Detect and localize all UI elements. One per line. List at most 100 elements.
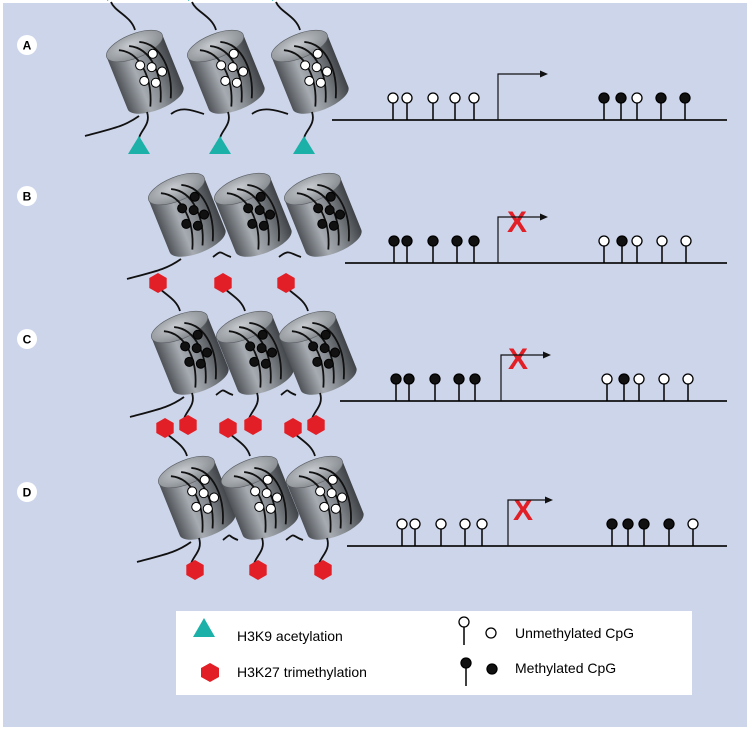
panel-b-nucleosome-3-top — [284, 172, 341, 206]
panel-b-downstream-cpg-unmethylated — [598, 235, 610, 247]
panel-c-nucleosome-3-trimethylation-hexagon-icon — [277, 273, 295, 293]
panel-c-nucleosome-1-dna-wrap — [184, 322, 217, 380]
panel-c-nucleosome-1-cpg-methylated — [184, 356, 195, 367]
panel-c-nucleosome-1-top — [151, 310, 208, 344]
panel-c-promoter-cpg-methylated — [469, 373, 481, 385]
panel-c-nucleosome-3-trimethylation-hexagon-icon — [307, 415, 325, 435]
panel-c-nucleosome-1 — [151, 310, 229, 395]
panel-a-nucleosome-2-cpg-unmethylated — [231, 77, 242, 88]
panel-c-dna-strand — [129, 389, 727, 418]
panel-b-nucleosome-2-dna-wrap — [226, 192, 260, 250]
panel-b-promoter-cpg-methylated — [427, 235, 439, 247]
panel-d-nucleosome-3 — [286, 455, 364, 540]
panel-c-nucleosome-3-top — [279, 310, 336, 344]
panel-b-nucleosome-2-cpg-methylated — [247, 218, 258, 229]
panel-b-promoter-cpg-methylated — [388, 235, 400, 247]
panel-b-nucleosome-2-dna-wrap — [247, 184, 280, 242]
panel-c-downstream-cpg-unmethylated — [658, 373, 670, 385]
legend-box — [176, 611, 692, 695]
panel-a-nucleosome-3-acetylation-triangle-icon — [272, 0, 274, 1]
panel-d-nucleosome-3-cpg-unmethylated — [327, 474, 338, 485]
legend-unmethylated-dot-icon — [485, 627, 497, 639]
panel-a-promoter-cpg-unmethylated — [387, 92, 399, 104]
panel-a-nucleosome-3-top — [271, 29, 328, 63]
panel-a-nucleosome-3-cpg-unmethylated — [311, 62, 322, 73]
panel-c-nucleosome-2-trimethylation-hexagon-icon — [214, 273, 232, 293]
panel-c-nucleosome-1-trimethylation-hexagon-icon — [179, 415, 197, 435]
panel-a-nucleosome-3-tail-top — [275, 1, 301, 31]
panel-c-nucleosome-1-cpg-methylated — [180, 341, 191, 352]
panel-a-nucleosome-1-acetylation-triangle-icon — [107, 0, 109, 1]
panel-b-nucleosome-1-cpg-methylated — [199, 209, 210, 220]
panel-b-nucleosome-3-cpg-methylated — [324, 205, 335, 216]
panel-a-nucleosome-1-cpg-unmethylated — [146, 62, 157, 73]
panel-d-nucleosome-1-trimethylation-hexagon-icon — [156, 418, 174, 438]
panel-b-nucleosome-2-cpg-methylated — [258, 220, 269, 231]
panel-a-nucleosome-3 — [271, 29, 349, 114]
panel-b-nucleosome-2-cpg-methylated — [254, 205, 265, 216]
panel-b-dna-strand — [126, 251, 727, 280]
panel-c-label: C — [23, 333, 32, 347]
panel-d-nucleosome-3-cpg-unmethylated — [337, 492, 348, 503]
panel-b-nucleosome-3-dna-wrap — [296, 192, 330, 250]
panel-c-promoter-cpg-methylated — [453, 373, 465, 385]
panel-a-nucleosome-2-cpg-unmethylated — [238, 66, 249, 77]
legend-trimethylation-label: H3K27 trimethylation — [237, 664, 367, 680]
panel-c-nucleosome-3-cpg-methylated — [330, 347, 341, 358]
panel-d-nucleosome-3-dna-wrap — [319, 467, 352, 525]
panel-b-nucleosome-1-cpg-methylated — [189, 191, 200, 202]
legend-unmethylated-label: Unmethylated CpG — [515, 625, 634, 641]
panel-a-nucleosome-3-dna-wrap — [283, 49, 317, 107]
panel-d-nucleosome-2-dna-wrap — [233, 475, 267, 533]
panel-b-nucleosome-2-top — [214, 172, 271, 206]
panel-a-downstream-cpg-methylated — [598, 92, 610, 104]
legend-methylated-label: Methylated CpG — [515, 660, 616, 676]
panel-a-nucleosome-1-cpg-unmethylated — [147, 48, 158, 59]
panel-a-nucleosome-2-acetylation-triangle-icon — [188, 0, 190, 1]
panel-c-nucleosome-2-cpg-methylated — [245, 341, 256, 352]
panel-d — [136, 418, 727, 580]
panel-b-nucleosome-1-cpg-methylated — [177, 203, 188, 214]
legend-methylated-dot-icon — [486, 663, 498, 675]
panel-a-label: A — [23, 39, 32, 53]
panel-a-nucleosome-2-tail-bottom — [219, 111, 230, 139]
panel-d-nucleosome-1 — [158, 455, 236, 540]
panel-c-nucleosome-3-cpg-methylated — [323, 358, 334, 369]
panel-d-nucleosome-1-dna-wrap — [191, 467, 224, 525]
panel-a-nucleosome-1-cpg-unmethylated — [157, 66, 168, 77]
panel-c-promoter-cpg-methylated — [429, 373, 441, 385]
panel-a-nucleosome-3-tail-bottom — [303, 111, 314, 139]
panel-d-downstream-cpg-methylated — [638, 518, 650, 530]
panel-a-nucleosome-2-cpg-unmethylated — [216, 60, 227, 71]
panel-a-nucleosome-2 — [187, 29, 265, 114]
panel-c-nucleosome-2 — [216, 310, 294, 395]
panel-b-downstream-cpg-methylated — [616, 235, 628, 247]
panel-d-downstream-cpg-methylated — [663, 518, 675, 530]
panel-d-nucleosome-2-cpg-unmethylated — [250, 486, 261, 497]
panel-a-nucleosome-1-cpg-unmethylated — [135, 60, 146, 71]
panel-d-promoter-cpg-unmethylated — [409, 518, 421, 530]
panel-a-nucleosome-3-cpg-unmethylated — [304, 75, 315, 86]
panel-c-nucleosome-3-cpg-methylated — [308, 341, 319, 352]
panel-b-nucleosome-1-dna-wrap — [181, 184, 214, 242]
panel-d-tss-arrow — [507, 499, 547, 546]
panel-d-nucleosome-2-trimethylation-hexagon-icon — [249, 560, 267, 580]
panel-c-nucleosome-1-cpg-methylated — [202, 347, 213, 358]
panel-b-promoter-cpg-methylated — [451, 235, 463, 247]
legend-acetylation-label: H3K9 acetylation — [237, 628, 343, 644]
panel-b-nucleosome-2-cpg-methylated — [243, 203, 254, 214]
panel-b-downstream-cpg-unmethylated — [631, 235, 643, 247]
panel-b-nucleosome-3-cpg-methylated — [317, 218, 328, 229]
panel-d-nucleosome-1-top — [158, 455, 215, 489]
panel-c-nucleosome-2-dna-wrap — [228, 330, 262, 388]
panel-a-nucleosome-1-acetylation-triangle-icon — [128, 136, 150, 154]
panel-a-label-badge — [17, 35, 37, 55]
panel-c-nucleosome-1-cpg-methylated — [192, 329, 203, 340]
panel-a-nucleosome-2-cpg-unmethylated — [227, 62, 238, 73]
panel-c-nucleosome-2-top — [216, 310, 273, 344]
panel-c-nucleosome-2-dna-wrap — [249, 322, 282, 380]
panel-d-promoter-cpg-unmethylated — [476, 518, 488, 530]
panel-c-nucleosome-2-cpg-methylated — [256, 343, 267, 354]
panel-d-nucleosome-3-cpg-unmethylated — [326, 488, 337, 499]
panel-c-nucleosome-3-dna-wrap — [312, 322, 345, 380]
